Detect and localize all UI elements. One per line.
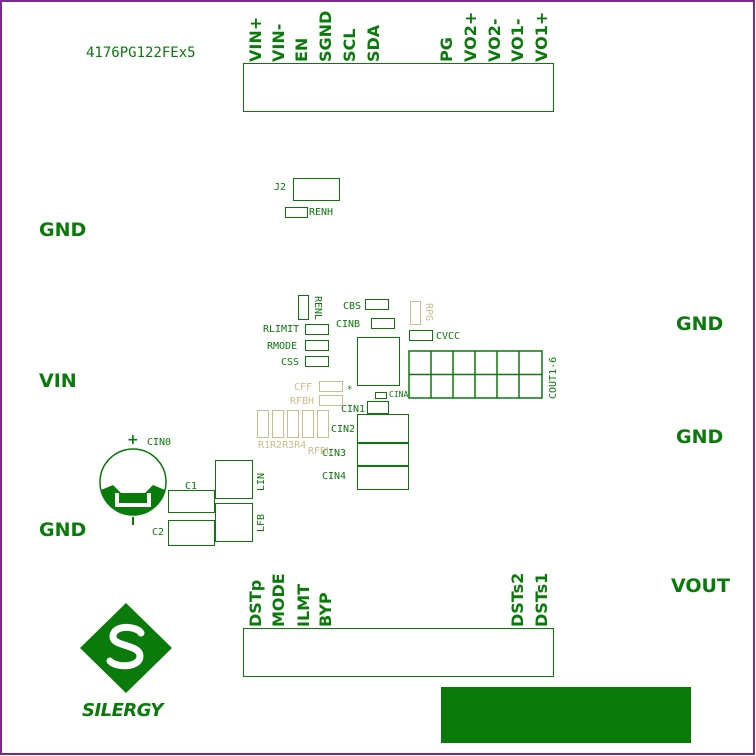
renh-label: RENH [309, 207, 334, 218]
c2-label: C2 [152, 527, 165, 538]
cvcc-label: CVCC [436, 331, 461, 342]
cin1-footprint [357, 414, 409, 443]
cin3-label: CIN3 [322, 448, 347, 459]
cinb-footprint [371, 318, 395, 329]
gnd-label-right-top: GND [676, 313, 724, 335]
silergy-logo-text: SILERGY [82, 700, 163, 721]
c2-footprint [168, 520, 215, 546]
j2-label: J2 [274, 182, 287, 193]
r4-footprint [302, 410, 314, 438]
lfb-footprint [215, 503, 253, 542]
cff-label: CFF [294, 382, 313, 393]
r1to4-label: R1R2R3R4 [258, 440, 307, 451]
rpg-footprint [410, 301, 421, 325]
cinb-label: CINB [336, 319, 361, 330]
r1-footprint [257, 410, 269, 438]
css-footprint [305, 356, 329, 367]
asterisk-mark: * [347, 385, 353, 395]
cin3-footprint [357, 443, 409, 466]
rfbh-footprint [319, 395, 343, 406]
cin4-footprint [357, 466, 409, 490]
cin1-label: CIN1 [341, 404, 366, 415]
gnd-label-left-bottom: GND [39, 519, 87, 541]
rlimit-label: RLIMIT [263, 324, 300, 335]
rmode-footprint [305, 340, 329, 351]
copper-pad [441, 687, 691, 743]
c1-label: C1 [185, 481, 198, 492]
vout-label: VOUT [671, 575, 730, 597]
cin2-label: CIN2 [331, 424, 356, 435]
css-label: CSS [281, 357, 300, 368]
cin1-footprint-a [367, 401, 389, 414]
top-header-connector [243, 63, 554, 112]
gnd-label-right-mid: GND [676, 426, 724, 448]
bottom-header-connector [243, 628, 554, 677]
cin4-label: CIN4 [322, 471, 347, 482]
cina-label: CINA [389, 390, 409, 399]
renh-footprint [285, 207, 308, 218]
cff-footprint [319, 381, 343, 392]
vin-label: VIN [39, 370, 77, 392]
renl-footprint [298, 295, 309, 320]
lin-footprint [215, 460, 253, 499]
part-label: 4176PG122FEx5 [86, 45, 196, 61]
r2-footprint [272, 410, 284, 438]
rfbl-footprint [317, 410, 329, 438]
r3-footprint [287, 410, 299, 438]
cin0-plus-mark: + [127, 432, 139, 448]
c1-footprint [168, 490, 215, 513]
ic-footprint [357, 337, 400, 386]
cvcc-footprint [409, 330, 433, 341]
cina-footprint [375, 392, 387, 399]
rlimit-footprint [305, 324, 329, 335]
cbs-footprint [365, 299, 389, 310]
rfbh-label: RFBH [290, 396, 315, 407]
rmode-label: RMODE [267, 341, 298, 352]
cbs-label: CBS [343, 301, 362, 312]
rfbl-label: RFBL [308, 446, 333, 457]
j2-footprint [293, 178, 340, 201]
gnd-label-left-top: GND [39, 219, 87, 241]
cin0-label: CIN0 [147, 437, 172, 448]
